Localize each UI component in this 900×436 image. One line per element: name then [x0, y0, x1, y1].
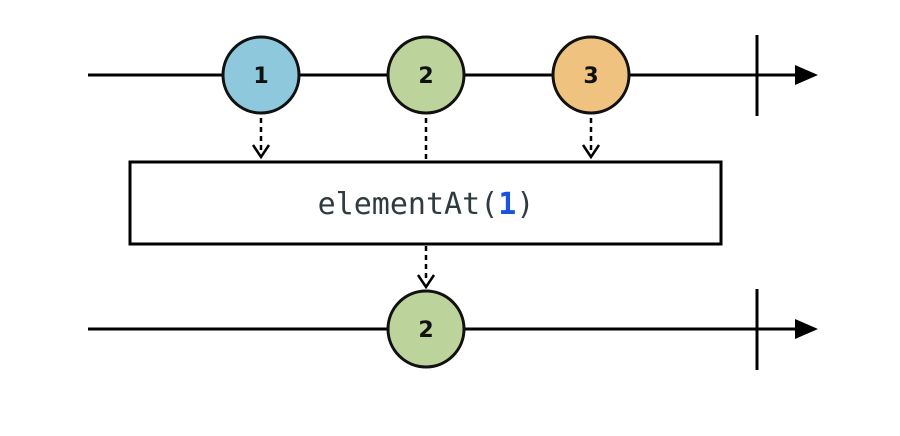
output-connector: [416, 246, 436, 290]
output-marble-1: 2: [386, 289, 466, 369]
input-marble-2: 2: [386, 35, 466, 115]
input-connectors: [251, 118, 601, 162]
operator-name: elementAt: [318, 187, 481, 222]
input-marble-3-label: 3: [583, 64, 598, 89]
input-marble-2-label: 2: [418, 64, 433, 89]
operator-open-paren: (: [480, 187, 498, 222]
operator-box: elementAt(1): [128, 160, 723, 246]
input-marble-3-circle: [551, 35, 631, 115]
connector-arrowhead-3: [581, 144, 601, 160]
operator-box-frame: [128, 160, 723, 246]
input-marble-3: 3: [551, 35, 631, 115]
input-marble-1-label: 1: [253, 64, 268, 89]
operator-label: elementAt(1): [318, 187, 535, 222]
output-timeline-arrowhead: [795, 319, 818, 339]
operator-argument: 1: [498, 187, 516, 222]
output-marble-1-circle: [386, 289, 466, 369]
input-timeline-arrowhead: [795, 65, 818, 85]
connector-output-arrowhead: [416, 274, 436, 290]
input-marble-1-circle: [221, 35, 301, 115]
input-marble-1: 1: [221, 35, 301, 115]
operator-close-paren: ): [516, 187, 534, 222]
output-marble-1-label: 2: [418, 318, 433, 343]
connector-arrowhead-1: [251, 144, 271, 160]
input-marble-2-circle: [386, 35, 466, 115]
